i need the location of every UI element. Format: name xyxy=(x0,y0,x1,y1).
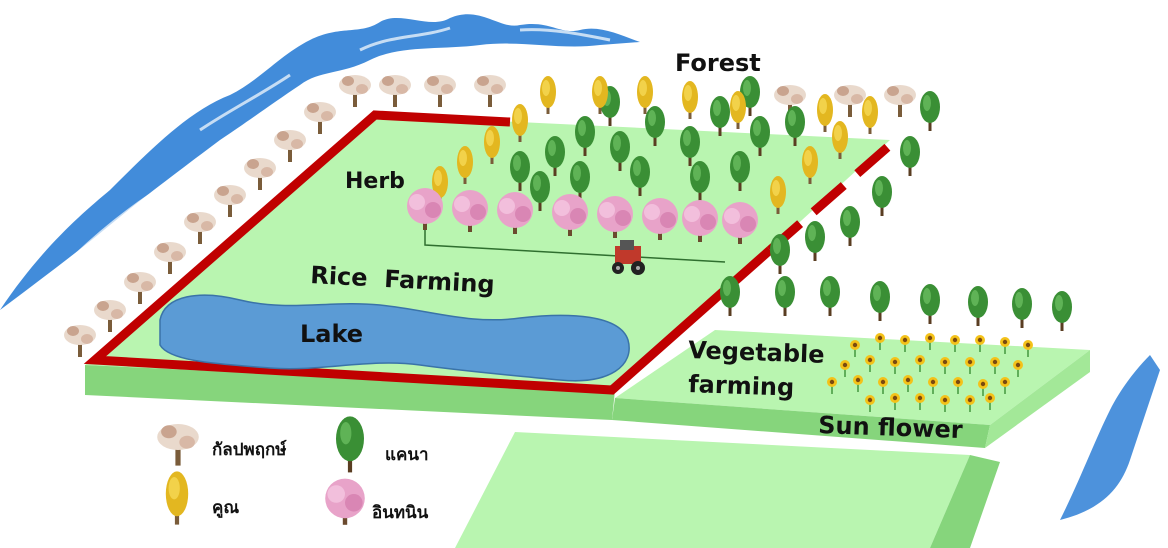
legend-label-kalapa: กัลปพฤกษ์ xyxy=(212,439,287,460)
tractor-icon xyxy=(612,240,645,275)
farming-label: farming xyxy=(688,370,795,402)
legend-item-khun: คูณ xyxy=(165,471,239,525)
mountain-icon xyxy=(0,14,1160,520)
legend: กัลปพฤกษ์ แคนา คูณ อินทนิน xyxy=(157,416,429,525)
lake-label: Lake xyxy=(300,320,363,348)
legend-label-khun: คูณ xyxy=(212,498,239,519)
forest-label: Forest xyxy=(675,49,761,77)
legend-item-khaen: แคนา xyxy=(336,416,429,473)
sunflower-label: Sun flower xyxy=(818,411,963,444)
legend-item-inthanin: อินทนิน xyxy=(325,478,429,525)
legend-label-inthanin: อินทนิน xyxy=(372,503,429,523)
legend-label-khaen: แคนา xyxy=(385,445,429,465)
legend-item-kalapa: กัลปพฤกษ์ xyxy=(157,424,287,466)
herb-label: Herb xyxy=(345,169,405,194)
lower-field xyxy=(455,432,1000,548)
lake xyxy=(159,294,630,382)
vegetable-label: Vegetable xyxy=(688,336,825,369)
